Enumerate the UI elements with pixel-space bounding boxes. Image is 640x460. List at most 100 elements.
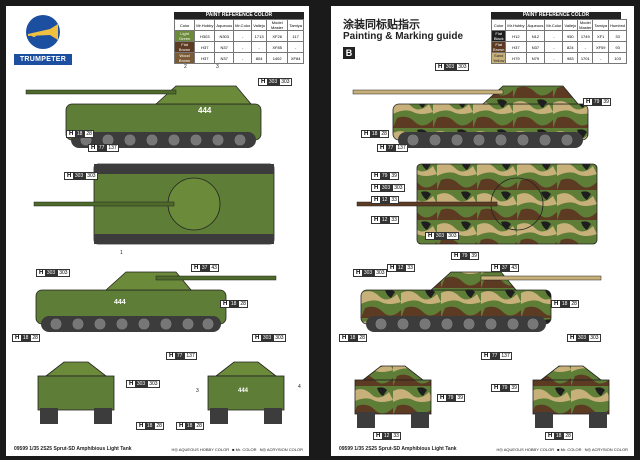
callout-mrcolor: 303 <box>391 185 404 191</box>
col-header: Mr.Color <box>544 19 564 31</box>
callout-number: 18 <box>21 335 30 341</box>
col-header: Tamiya <box>592 19 610 31</box>
paint-reference-title: PAINT REFERENCE COLOR <box>491 12 621 19</box>
callout-mrcolor: 33 <box>388 217 399 223</box>
page-title-chinese: 涂装同标贴指示 <box>343 19 420 31</box>
callout-mrcolor: 39 <box>454 395 465 401</box>
table-row: Wood Brown H37 N37 - 804 1402 XF84 <box>173 52 304 64</box>
callout-number: 303 <box>45 270 57 276</box>
callout-prefix: H <box>438 64 443 70</box>
callout-mrcolor: 303 <box>146 381 159 387</box>
callout-number: 303 <box>380 185 392 191</box>
col-header: Color <box>173 19 196 31</box>
logo-text: TRUMPETER <box>14 54 72 65</box>
col-header: Vallejo <box>562 19 579 31</box>
callout-number: 18 <box>554 433 563 439</box>
col-header: Vallejo <box>251 19 267 31</box>
callout-mrcolor: 39 <box>468 253 479 259</box>
callout-number: 37 <box>500 265 509 271</box>
callout-number: 77 <box>175 353 184 359</box>
color-swatch: Sand Yellow <box>490 52 507 64</box>
callout-prefix: H <box>494 385 499 391</box>
callout-number: 12 <box>382 433 391 439</box>
scheme-badge: B <box>343 47 355 59</box>
callout-prefix: H <box>139 423 144 429</box>
table-cell: 950 <box>562 30 579 42</box>
callout-prefix: H <box>374 173 379 179</box>
callout-prefix: H <box>194 265 199 271</box>
part-number: 1 <box>120 250 123 256</box>
callout-mrcolor: 28 <box>153 423 164 429</box>
table-cell: N79 <box>525 52 546 64</box>
callout-prefix: H <box>548 433 553 439</box>
tank-front-view <box>37 361 115 424</box>
legend-item: N◎ ACRYSION COLOR <box>259 447 303 452</box>
col-header: Mr.Hobby <box>194 19 216 31</box>
table-cell: 1701 <box>577 52 594 64</box>
callout-number: 303 <box>362 270 374 276</box>
table-cell: - <box>233 30 253 42</box>
callout-number: 79 <box>460 253 469 259</box>
col-header: Aqueous <box>525 19 546 31</box>
callout-prefix: H <box>374 217 379 223</box>
table-cell: - <box>287 41 304 53</box>
callout-prefix: H <box>91 145 96 151</box>
callout-number: 12 <box>380 197 389 203</box>
callout-mrcolor: 303 <box>445 233 458 239</box>
callout-number: 18 <box>185 423 194 429</box>
legend-item: ■ Mr. COLOR <box>557 447 582 452</box>
callout-mrcolor: 28 <box>193 423 204 429</box>
callout-mrcolor: 33 <box>390 433 401 439</box>
callout-mrcolor: 303 <box>278 79 291 85</box>
callout-mrcolor: 43 <box>508 265 519 271</box>
instruction-sheet-b: 涂装同标贴指示 Painting & Marking guide B PAINT… <box>331 6 634 456</box>
callout-prefix: H <box>570 335 575 341</box>
table-cell: 33 <box>608 30 628 42</box>
callout-number: 18 <box>348 335 357 341</box>
callout-number: 77 <box>97 145 106 151</box>
callout-mrcolor: 28 <box>378 131 389 137</box>
callout-number: 79 <box>500 385 509 391</box>
callout-number: 303 <box>434 233 446 239</box>
legend-item: H◎ AQUEOUS HOBBY COLOR <box>496 447 555 452</box>
table-cell: 1402 <box>265 52 289 64</box>
part-number: 2 <box>184 64 187 70</box>
paint-reference-grid: Color Mr.Hobby Aqueous Mr.Color Vallejo … <box>173 19 304 64</box>
tank-side-view-top-camo <box>352 85 589 148</box>
callout-number: 18 <box>75 131 84 137</box>
col-header: Color <box>490 19 507 31</box>
callout-prefix: H <box>69 131 74 137</box>
callout-prefix: H <box>374 197 379 203</box>
callout-mrcolor: 39 <box>508 385 519 391</box>
callout-number: 18 <box>229 301 238 307</box>
callout-mrcolor: 303 <box>455 64 468 70</box>
callout-number: 303 <box>73 173 85 179</box>
tank-side-view-bottom <box>35 271 277 332</box>
color-swatch: Flat Brown <box>173 41 196 53</box>
callout-prefix: H <box>440 395 445 401</box>
col-header: Humbrol <box>608 19 628 31</box>
callout-prefix: H <box>179 423 184 429</box>
rear-number-marking: 444 <box>238 388 249 394</box>
callout-prefix: H <box>261 79 266 85</box>
callout-number: 79 <box>446 395 455 401</box>
callout-mrcolor: 33 <box>388 197 399 203</box>
callout-mrcolor: 137 <box>183 353 196 359</box>
callout-mrcolor: 39 <box>600 99 611 105</box>
col-header: Model Master <box>577 19 594 31</box>
table-header-row: Color Mr.Hobby Aqueous Mr.Color Vallejo … <box>490 19 628 31</box>
part-number: 3 <box>216 64 219 70</box>
callout-prefix: H <box>169 353 174 359</box>
